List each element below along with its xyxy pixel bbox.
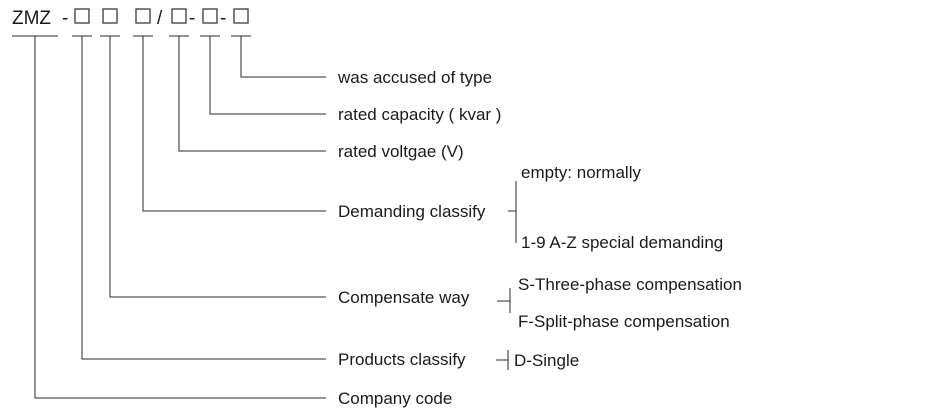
code-separator-2: -: [189, 8, 195, 29]
code-separator-3: -: [220, 8, 226, 29]
code-slot-rated-capacity: [202, 8, 218, 24]
option-demanding-empty: empty: normally: [521, 163, 641, 182]
label-demanding-classify: Demanding classify: [338, 202, 486, 221]
option-compensate-split: F-Split-phase compensation: [518, 312, 730, 331]
code-slash: /: [157, 8, 163, 29]
leader-compensate-way: [109, 36, 326, 298]
leader-rated-capacity: [209, 36, 326, 115]
label-rated-voltage: rated voltgae (V): [338, 142, 464, 161]
leader-rated-voltage: [178, 36, 326, 152]
code-separator-1: -: [62, 8, 68, 29]
code-slot-demanding-classify: [135, 8, 151, 24]
label-company-code: Company code: [338, 389, 452, 408]
leader-demanding-classify: [142, 36, 326, 212]
leader-accused-type: [240, 36, 326, 78]
option-products-single: D-Single: [514, 351, 579, 370]
label-products-classify: Products classify: [338, 350, 466, 369]
leader-company-code: [34, 36, 326, 399]
label-compensate-way: Compensate way: [338, 288, 470, 307]
code-slot-compensate-way: [102, 8, 118, 24]
option-compensate-three: S-Three-phase compensation: [518, 275, 742, 294]
code-prefix: ZMZ: [12, 8, 51, 29]
option-demanding-special: 1-9 A-Z special demanding: [521, 233, 723, 252]
leader-products-classify: [81, 36, 326, 360]
code-slot-rated-voltage: [171, 8, 187, 24]
label-rated-capacity: rated capacity ( kvar ): [338, 105, 501, 124]
label-was-accused-of-type: was accused of type: [337, 68, 492, 87]
code-slot-accused-type: [233, 8, 249, 24]
code-slot-products-classify: [74, 8, 90, 24]
